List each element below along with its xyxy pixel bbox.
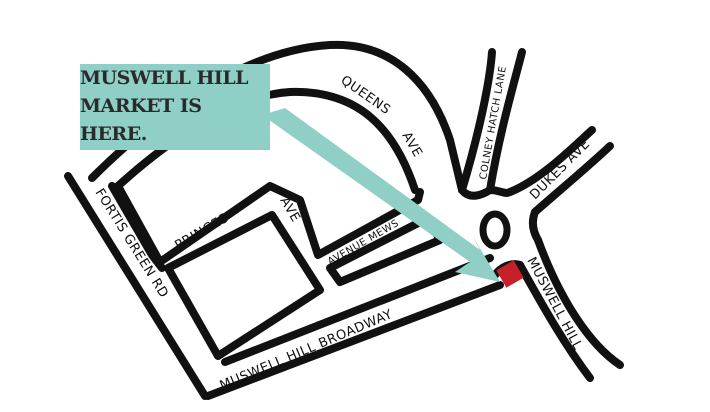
callout-line-1: MUSWELL HILL <box>80 67 249 89</box>
muswell-hill-right <box>534 236 624 369</box>
broadway-upper-edge <box>221 254 494 366</box>
colney-hatch-lane-left <box>458 48 496 194</box>
roundabout-island <box>479 210 511 250</box>
market-location-marker[interactable] <box>496 260 524 288</box>
dukes-ave-upper <box>506 126 596 196</box>
muswell-hill-left <box>516 261 594 382</box>
block-upper <box>114 182 424 266</box>
fortis-green-rd-edge <box>64 172 209 400</box>
callout-pointer <box>262 108 500 282</box>
colney-hatch-lane-right <box>486 48 526 194</box>
callout-text: MUSWELL HILL MARKET IS HERE. <box>80 64 280 148</box>
broadway-lower-edge <box>204 281 504 400</box>
callout-box <box>80 64 270 150</box>
block-lower <box>164 211 324 360</box>
callout-line-3: HERE. <box>80 123 147 145</box>
callout-line-2: MARKET IS <box>80 95 202 117</box>
dukes-ave-lower <box>531 142 614 216</box>
